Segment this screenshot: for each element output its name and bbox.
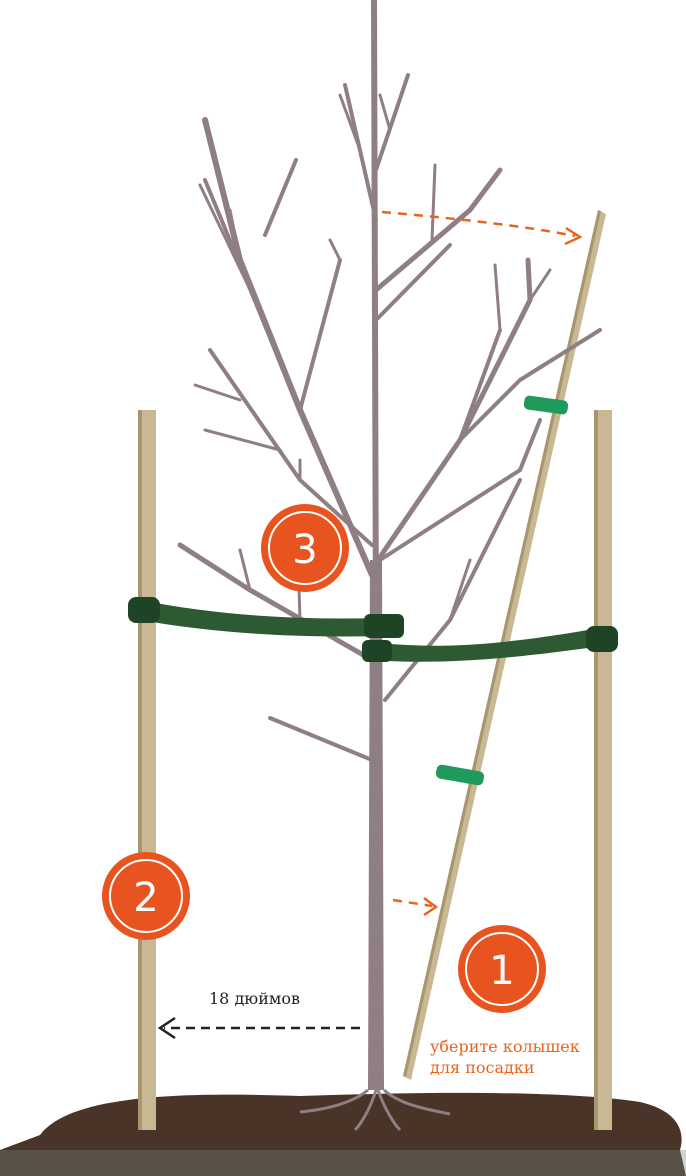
remove-stake-label-line2: для посадки [430, 1058, 535, 1077]
soil-ground [0, 1092, 686, 1176]
step-badge-3-number: 3 [292, 527, 317, 573]
step-badge-2-number: 2 [133, 875, 158, 921]
left-stake [138, 410, 156, 1130]
right-stake [594, 410, 612, 1130]
remove-stake-label-line1: уберите колышек [430, 1037, 580, 1056]
tree-strap-right [362, 626, 618, 662]
step-badge-1: 1 [458, 925, 546, 1013]
distance-arrow [157, 1016, 360, 1040]
nursery-stake-clip-lower [435, 764, 485, 786]
tree-strap-left [128, 597, 404, 638]
nursery-stake-clip-upper [523, 395, 569, 415]
step-badge-2: 2 [102, 852, 190, 940]
orange-arrow-bottom [392, 897, 439, 917]
distance-label: 18 дюймов [209, 989, 300, 1008]
tree-branches [177, 0, 602, 762]
tree-trunk [299, 560, 451, 1132]
step-badge-1-number: 1 [489, 948, 514, 994]
step-badge-3: 3 [261, 504, 349, 592]
orange-arrow-top [381, 210, 583, 246]
